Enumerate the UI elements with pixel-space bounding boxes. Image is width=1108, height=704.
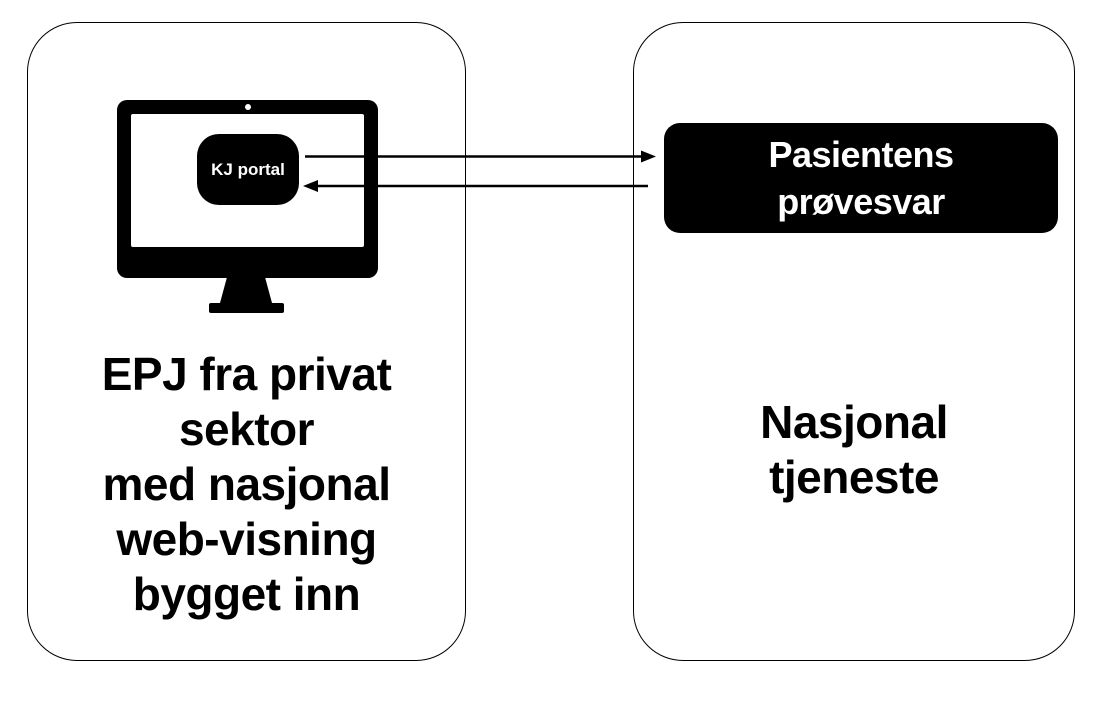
epj-private-sector-node: KJ portal EPJ fra privat sektor med nasj… bbox=[27, 22, 466, 661]
nasjonal-tjeneste-node: Pasientens prøvesvar Nasjonal tjeneste bbox=[633, 22, 1075, 661]
left-node-label-line: web-visning bbox=[116, 513, 377, 565]
left-node-label-line: med nasjonal bbox=[102, 458, 391, 510]
monitor-camera-dot-icon bbox=[244, 104, 251, 110]
left-node-label-line: bygget inn bbox=[132, 568, 361, 620]
monitor-stand-neck bbox=[220, 278, 272, 303]
service-box-label-line: Pasientens bbox=[768, 134, 954, 175]
monitor-stand-base bbox=[209, 303, 284, 313]
left-node-label-line: sektor bbox=[178, 403, 315, 455]
right-node-label-line: Nasjonal bbox=[760, 396, 948, 448]
right-node-label: Nasjonal tjeneste bbox=[634, 395, 1074, 505]
right-node-label-line: tjeneste bbox=[769, 451, 939, 503]
service-box-label-line: prøvesvar bbox=[777, 181, 945, 222]
left-node-label: EPJ fra privat sektor med nasjonal web-v… bbox=[28, 347, 465, 622]
kj-portal-badge: KJ portal bbox=[197, 134, 299, 205]
kj-portal-badge-label: KJ portal bbox=[211, 159, 285, 179]
pasientens-provesvar-box: Pasientens prøvesvar bbox=[664, 123, 1058, 233]
left-node-label-line: EPJ fra privat bbox=[101, 348, 392, 400]
